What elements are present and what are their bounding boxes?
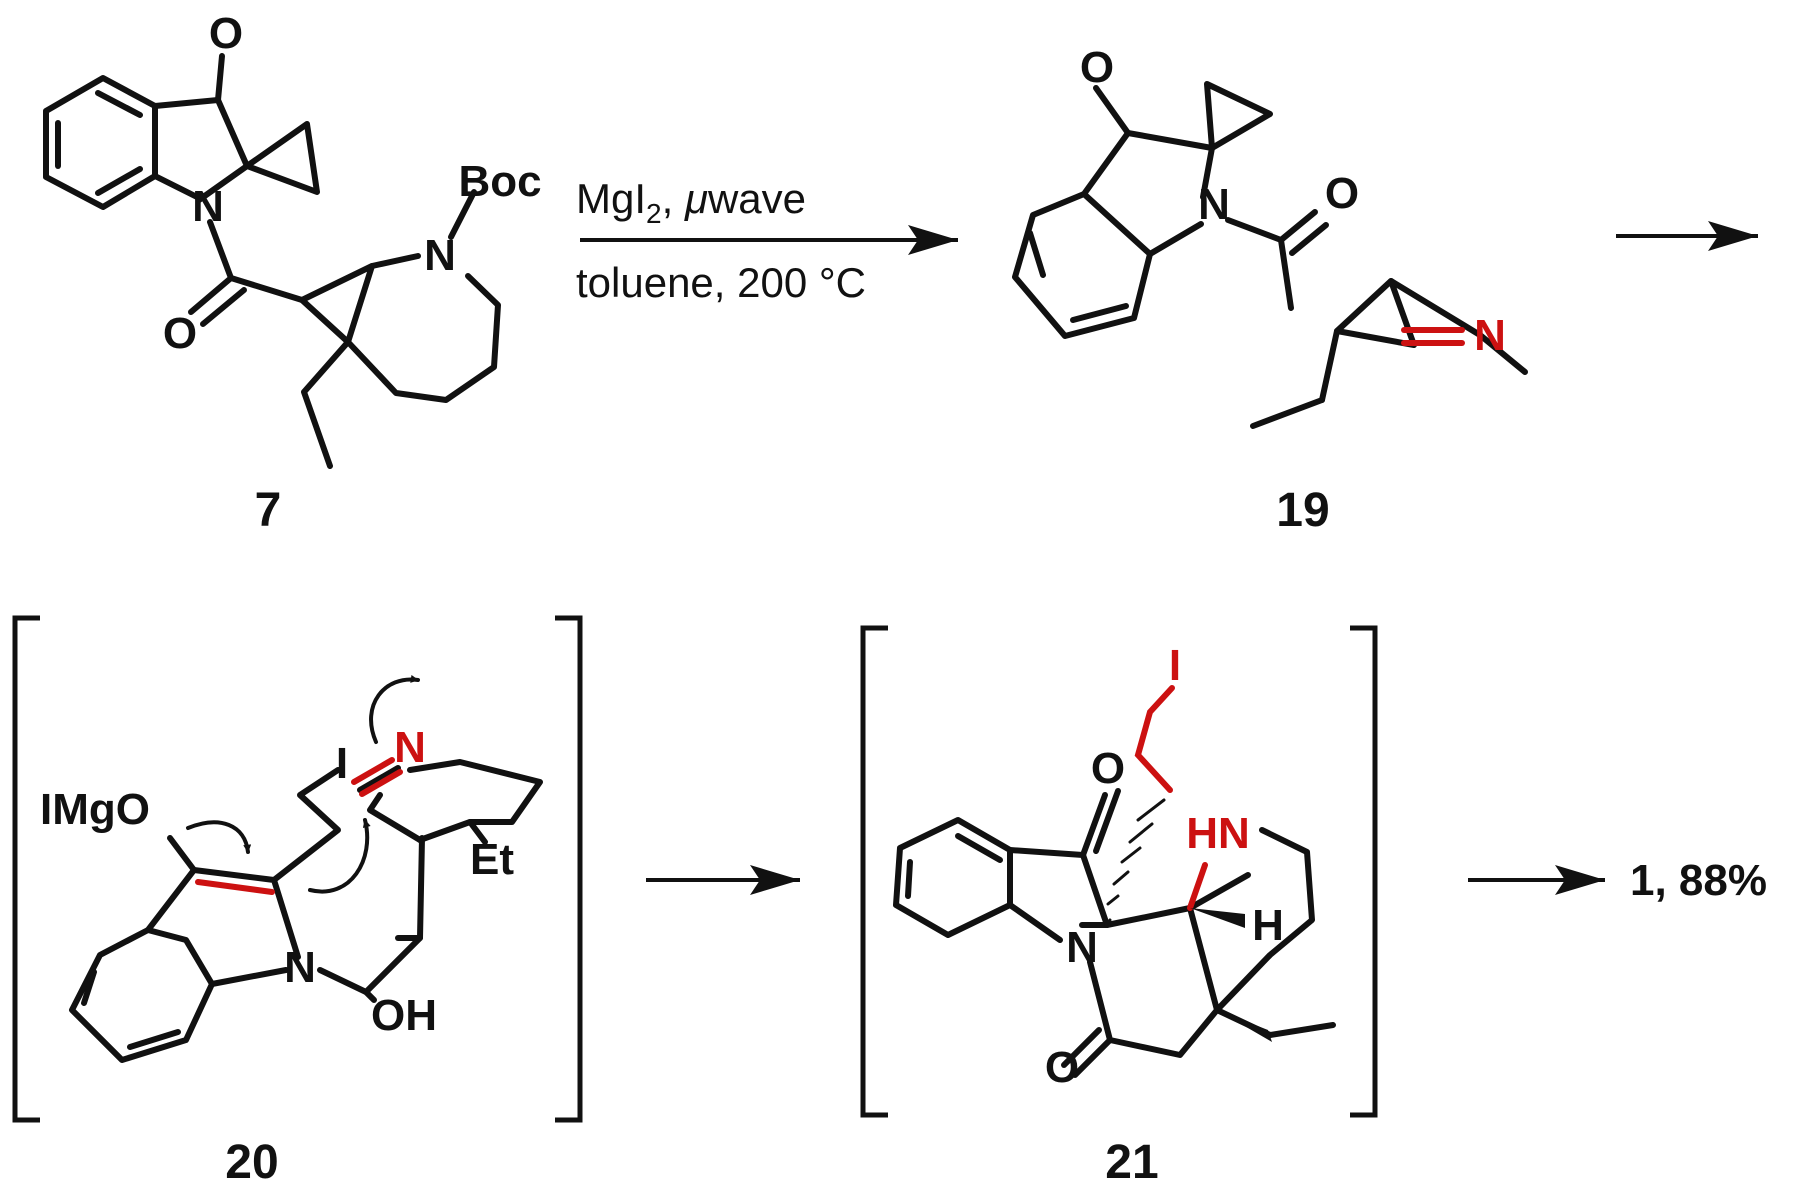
compound-7-structure <box>43 53 501 469</box>
c21-iodine: I <box>1169 641 1181 690</box>
c20-indole-nitrogen: N <box>284 943 316 992</box>
reagents-label: MgI2, μwave <box>576 175 806 229</box>
c20-enolate-highlight <box>195 879 275 895</box>
c20-iminium-highlight-2 <box>351 757 395 785</box>
compound-19-structure <box>1012 81 1528 429</box>
c21-lactam-oxygen: O <box>1045 1043 1079 1092</box>
c20-iminium-nitrogen: N <box>394 723 426 772</box>
c7-amide-oxygen: O <box>163 309 197 358</box>
c19-ketone-oxygen: O <box>1080 43 1114 92</box>
c19-imine-nitrogen: N <box>1474 311 1506 360</box>
c7-indolinone-nitrogen: N <box>192 182 224 231</box>
c21-ethyl-wedge <box>1217 1010 1272 1042</box>
c21-iodoethyl-chain <box>1134 685 1175 793</box>
compound-label-7: 7 <box>255 484 282 537</box>
c21-stereo-h: H <box>1252 901 1284 950</box>
compound-20-structure <box>69 759 543 1063</box>
compound-label-20: 20 <box>225 1136 278 1189</box>
c19-indolinone-nitrogen: N <box>1198 180 1230 229</box>
c7-ketone-oxygen: O <box>209 9 243 58</box>
c21-amine-bond <box>1187 862 1208 911</box>
c20-iminium-highlight <box>359 769 403 797</box>
final-product-yield: 1, 88% <box>1630 856 1767 905</box>
c20-ethyl: Et <box>470 835 514 884</box>
c21-lactam-nitrogen: N <box>1066 923 1098 972</box>
compound-label-21: 21 <box>1105 1136 1158 1189</box>
c21-hashed-wedge <box>1104 798 1166 927</box>
bracket-21-left <box>860 625 888 1118</box>
c19-amide-oxygen: O <box>1325 169 1359 218</box>
c21-h-wedge <box>1190 908 1245 928</box>
arrow-c-c-formation <box>308 818 371 894</box>
c7-piperidine-nitrogen: N <box>424 231 456 280</box>
compound-label-19: 19 <box>1276 484 1329 537</box>
c21-amine-nh: HN <box>1186 809 1250 858</box>
c20-imgo-group: IMgO <box>40 785 150 834</box>
c7-boc-group: Boc <box>458 157 541 206</box>
bracket-20-right <box>555 615 583 1123</box>
c21-ketone-oxygen: O <box>1091 744 1125 793</box>
arrow-iminium-push <box>369 674 420 744</box>
c20-hydroxyl: OH <box>371 991 437 1040</box>
bracket-21-right <box>1350 625 1378 1118</box>
bracket-20-left <box>12 615 40 1123</box>
arrow-enolate-attack <box>186 820 252 854</box>
c20-iodine: I <box>336 739 348 788</box>
conditions-label: toluene, 200 °C <box>576 259 866 306</box>
